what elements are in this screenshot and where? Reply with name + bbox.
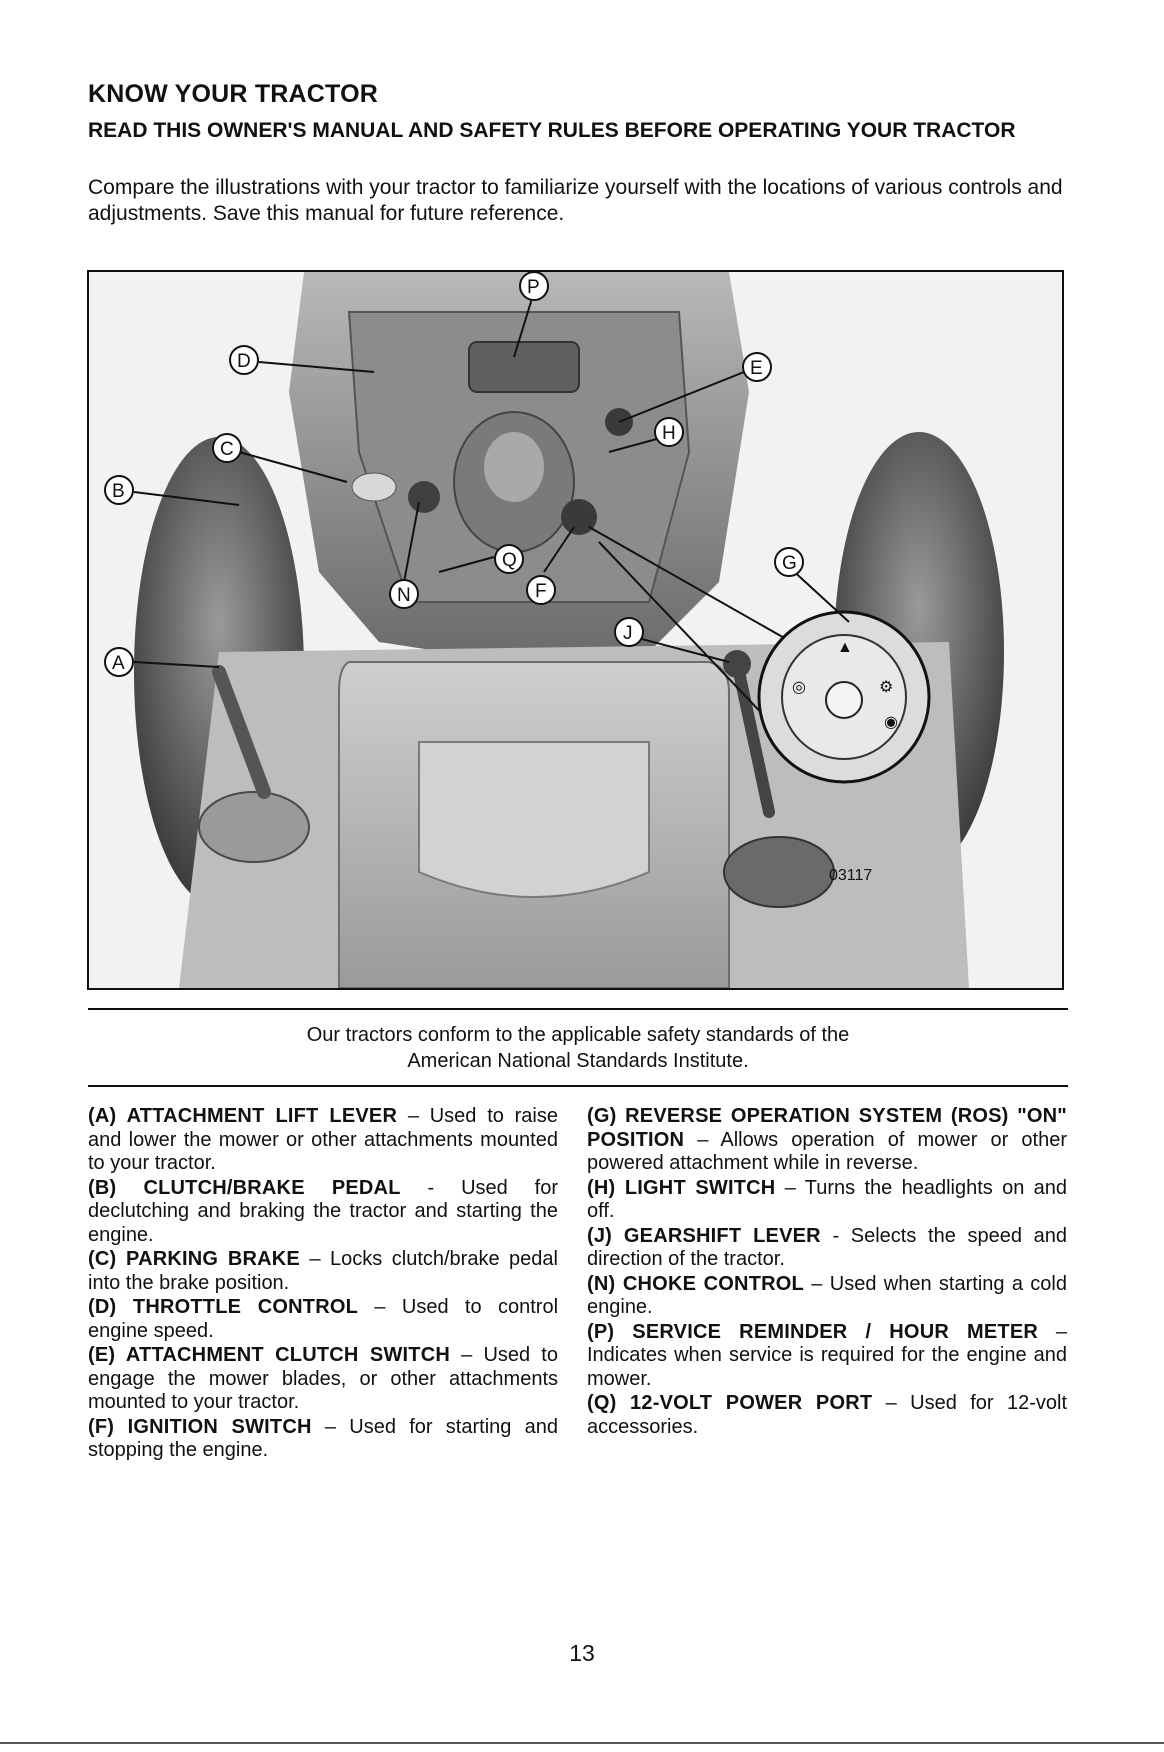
- page-subheading: READ THIS OWNER'S MANUAL AND SAFETY RULE…: [88, 119, 1016, 142]
- svg-text:F: F: [535, 581, 547, 602]
- svg-text:Q: Q: [502, 550, 517, 571]
- callout-p: P: [519, 272, 549, 301]
- intro-paragraph: Compare the illustrations with your trac…: [88, 176, 1063, 225]
- detail-leader: [588, 526, 810, 653]
- choke-knob: [408, 481, 440, 513]
- callout-j: J: [614, 617, 644, 647]
- callout-h: H: [654, 417, 684, 447]
- svg-text:⚙: ⚙: [879, 679, 893, 696]
- hour-meter: [468, 341, 580, 393]
- lift-lever: [212, 665, 271, 799]
- callout-f: F: [526, 575, 556, 605]
- control-entry-c: (C) PARKING BRAKE – Locks clutch/brake p…: [88, 1248, 558, 1294]
- control-entry-n: (N) CHOKE CONTROL – Used when starting a…: [587, 1272, 1067, 1319]
- detail-leader-2: [598, 541, 790, 743]
- tractor-controls-figure: ◎ ⚙ ◉ ▲ D C B: [87, 270, 1064, 990]
- gearshift-knob: [723, 650, 751, 678]
- svg-text:E: E: [750, 358, 763, 379]
- ignition-knob: [561, 499, 597, 535]
- right-cup-holder: [723, 836, 835, 908]
- control-entry-p: (P) SERVICE REMINDER / HOUR METER – Indi…: [587, 1320, 1067, 1390]
- control-entry-b: (B) CLUTCH/BRAKE PEDAL - Used for declut…: [88, 1176, 559, 1246]
- svg-text:B: B: [112, 481, 125, 502]
- parking-brake-knob: [351, 472, 397, 502]
- control-entry-e: (E) ATTACHMENT CLUTCH SWITCH – Used to e…: [88, 1344, 558, 1413]
- tractor-illustration: ◎ ⚙ ◉ ▲ D C B: [89, 272, 1062, 988]
- caption-bottom-rule: [88, 1085, 1068, 1087]
- svg-text:H: H: [662, 423, 676, 444]
- left-cup-holder: [198, 791, 310, 863]
- svg-text:C: C: [220, 439, 234, 460]
- svg-text:◎: ◎: [792, 679, 806, 696]
- svg-text:N: N: [397, 585, 411, 606]
- callout-markers: D C B A P E H N Q F J G: [104, 272, 804, 677]
- callout-b: B: [104, 475, 134, 505]
- svg-text:G: G: [782, 553, 797, 574]
- scan-edge-line: [0, 1742, 1164, 1744]
- callout-leaders: [133, 291, 850, 668]
- callout-a: A: [104, 647, 134, 677]
- caption-line-1: Our tractors conform to the applicable s…: [306, 1024, 850, 1046]
- control-entry-h: (H) LIGHT SWITCH – Turns the headlights …: [587, 1176, 1067, 1223]
- callout-d: D: [229, 345, 259, 375]
- caption-top-rule: [88, 1008, 1068, 1010]
- figure-id-number: 03117: [829, 867, 872, 884]
- standards-caption: Our tractors conform to the applicable s…: [88, 1022, 1068, 1074]
- svg-text:◉: ◉: [884, 714, 898, 731]
- controls-list-right: (G) REVERSE OPERATION SYSTEM (ROS) "ON" …: [587, 1105, 1067, 1440]
- svg-text:D: D: [237, 351, 251, 372]
- callout-g: G: [774, 547, 804, 577]
- control-entry-f: (F) IGNITION SWITCH – Used for starting …: [88, 1415, 559, 1462]
- controls-list-left: (A) ATTACHMENT LIFT LEVER – Used to rais…: [88, 1105, 558, 1464]
- callout-q: Q: [494, 544, 524, 574]
- control-entry-q: (Q) 12-VOLT POWER PORT – Used for 12-vol…: [587, 1392, 1067, 1438]
- callout-c: C: [212, 433, 242, 463]
- callout-n: N: [389, 579, 419, 609]
- control-entry-g: (G) REVERSE OPERATION SYSTEM (ROS) "ON" …: [587, 1105, 1067, 1174]
- svg-text:A: A: [112, 653, 125, 674]
- caption-line-2: American National Standards Institute.: [407, 1050, 749, 1072]
- callout-e: E: [742, 352, 772, 382]
- svg-text:▲: ▲: [837, 639, 853, 656]
- steering-hub: [484, 432, 544, 502]
- control-entry-a: (A) ATTACHMENT LIFT LEVER – Used to rais…: [88, 1105, 558, 1174]
- seat-back: [418, 741, 650, 898]
- control-entry-d: (D) THROTTLE CONTROL – Used to control e…: [88, 1296, 559, 1342]
- key-slot: [825, 681, 863, 719]
- svg-text:P: P: [527, 277, 540, 298]
- page-number: 13: [569, 1640, 595, 1666]
- page-heading: KNOW YOUR TRACTOR: [88, 80, 378, 108]
- svg-text:J: J: [623, 623, 633, 644]
- control-entry-j: (J) GEARSHIFT LEVER - Selects the speed …: [587, 1224, 1067, 1271]
